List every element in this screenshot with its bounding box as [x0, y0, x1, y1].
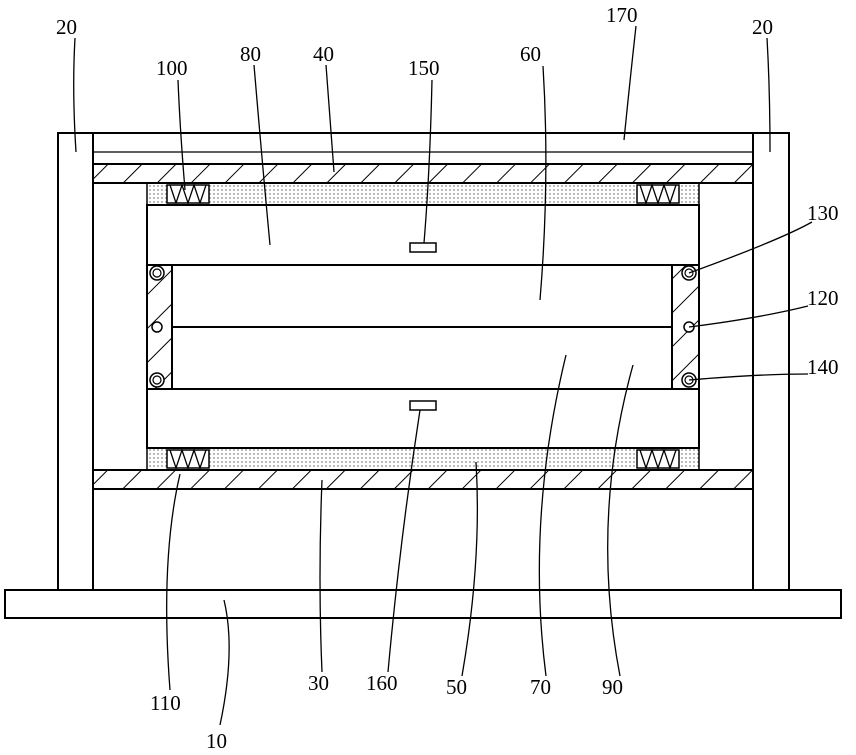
- top-spring-right: [637, 185, 679, 203]
- upper-block: [147, 205, 699, 265]
- lower-block: [172, 327, 672, 389]
- roller-bottom-left: [150, 373, 164, 387]
- roller-top-left: [150, 266, 164, 280]
- bottom-plate: [93, 470, 753, 489]
- base-plate: [5, 590, 841, 618]
- label-upper-block: 80: [240, 42, 261, 66]
- hinge-left: [152, 322, 162, 332]
- label-sensor-top: 150: [408, 56, 440, 80]
- right-post: [753, 133, 789, 590]
- top-spring-left: [167, 185, 209, 203]
- label-spring-top: 100: [156, 56, 188, 80]
- label-sensor-bottom: 160: [366, 671, 398, 695]
- top-beam: [93, 133, 753, 164]
- label-roller-bottom: 140: [807, 355, 839, 379]
- label-bottom-plate: 30: [308, 671, 329, 695]
- label-top-beam: 170: [606, 3, 638, 27]
- middle-block: [172, 265, 672, 327]
- label-spring-bottom: 110: [150, 691, 181, 715]
- bottom-sensor: [410, 401, 436, 410]
- label-dotted-layer: 50: [446, 675, 467, 699]
- label-middle-block: 60: [520, 42, 541, 66]
- label-lower-block: 70: [530, 675, 551, 699]
- top-plate: [93, 164, 753, 183]
- left-post: [58, 133, 93, 590]
- bottom-spring-left: [167, 450, 209, 468]
- bottom-dotted-layer: [147, 448, 699, 470]
- bottom-spring-right: [637, 450, 679, 468]
- label-post-right: 20: [752, 15, 773, 39]
- label-base: 10: [206, 729, 227, 753]
- label-top-plate: 40: [313, 42, 334, 66]
- label-post-left: 20: [56, 15, 77, 39]
- label-side-part: 90: [602, 675, 623, 699]
- label-hinge: 120: [807, 286, 839, 310]
- top-dotted-layer: [147, 183, 699, 205]
- top-sensor: [410, 243, 436, 252]
- label-roller-top: 130: [807, 201, 839, 225]
